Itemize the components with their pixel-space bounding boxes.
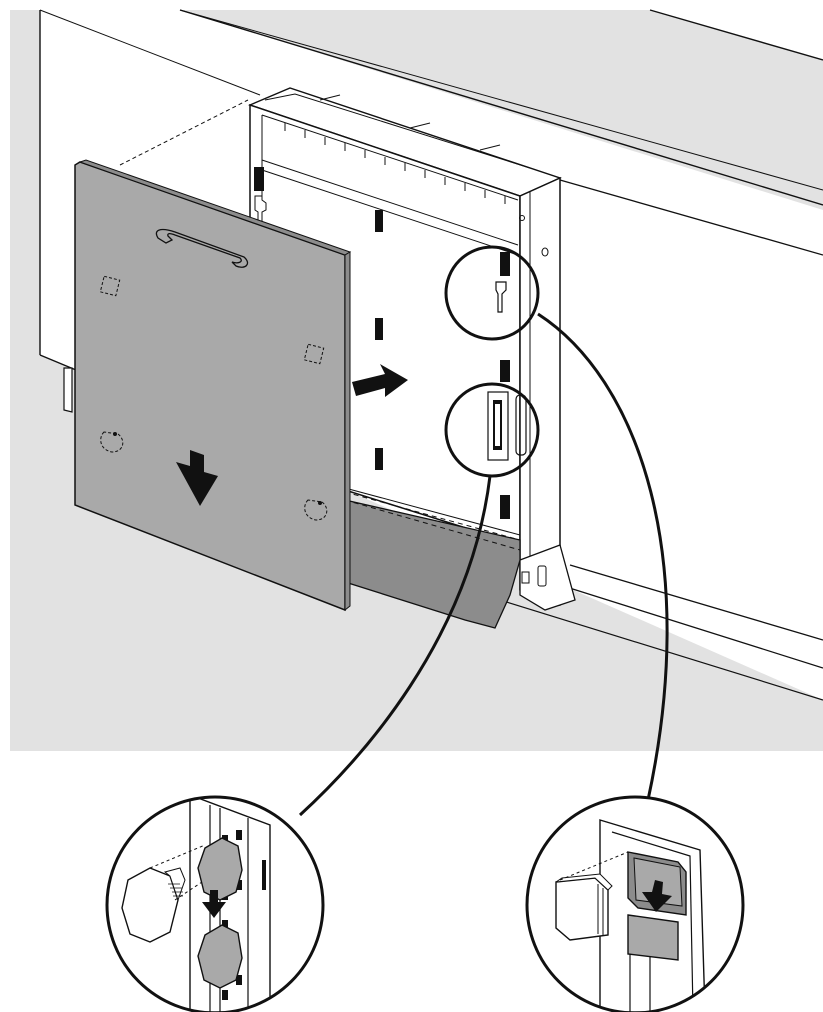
detail-screw-clip [105, 795, 325, 1012]
down-arrow-icon [202, 890, 226, 918]
down-arrow-icon [642, 880, 672, 912]
clip-bottom-right [500, 495, 510, 519]
hook-clip-icon [495, 281, 507, 313]
clip-mid-right [500, 360, 510, 382]
mounting-clips [254, 167, 510, 519]
clip-upper-middle [375, 210, 383, 232]
callout-ring-hook [444, 245, 540, 341]
clip-lower-middle [375, 448, 383, 470]
leader-line-screw [298, 475, 492, 817]
leader-line-hook [537, 312, 669, 801]
handle-icon [155, 228, 249, 268]
screw-clip-icon [487, 391, 527, 461]
callout-ring-screw [444, 382, 540, 478]
right-arrow-icon [352, 364, 408, 397]
rail-ticks [284, 123, 506, 204]
down-arrow-icon [176, 450, 218, 506]
detail-hook-clip [525, 795, 745, 1012]
callout-rings [444, 245, 540, 478]
plinth-strip [344, 499, 521, 629]
hook-clip-icon [254, 195, 267, 229]
clip-top-left [254, 167, 264, 191]
clip-top-right [500, 252, 510, 276]
clip-middle [375, 318, 383, 340]
door-panel [74, 159, 352, 612]
door-clip-positions [99, 275, 328, 521]
